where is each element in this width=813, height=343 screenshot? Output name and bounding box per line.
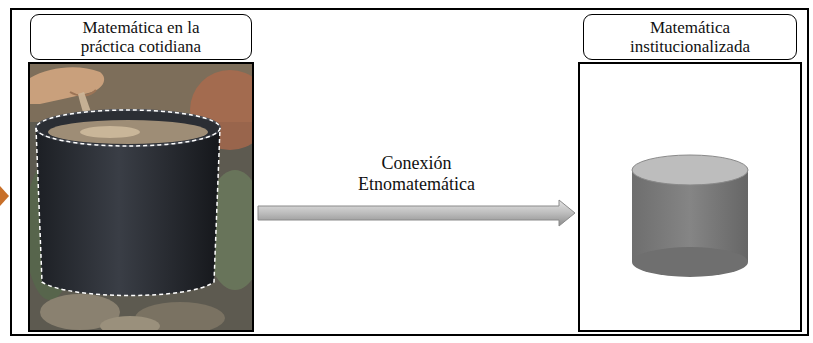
photo [30,62,252,330]
heading-text: Matemática institucionalizada [615,18,765,56]
picture-frame [28,62,254,332]
connection-arrow [258,200,575,226]
arrow-tip [0,186,9,206]
picture-frame [578,62,802,332]
panel: Matemática en la práctica cotidiana [28,14,254,332]
heading-text: Matemática en la práctica cotidiana [66,18,216,56]
heading-box: Matemática institucionalizada [583,14,797,60]
heading-box: Matemática en la práctica cotidiana [30,14,252,60]
panel: Matemática institucionalizada [578,14,802,332]
edge-label: Conexión Etnomatemática [351,153,482,195]
cylinder [632,155,748,277]
outer-frame [11,9,808,335]
